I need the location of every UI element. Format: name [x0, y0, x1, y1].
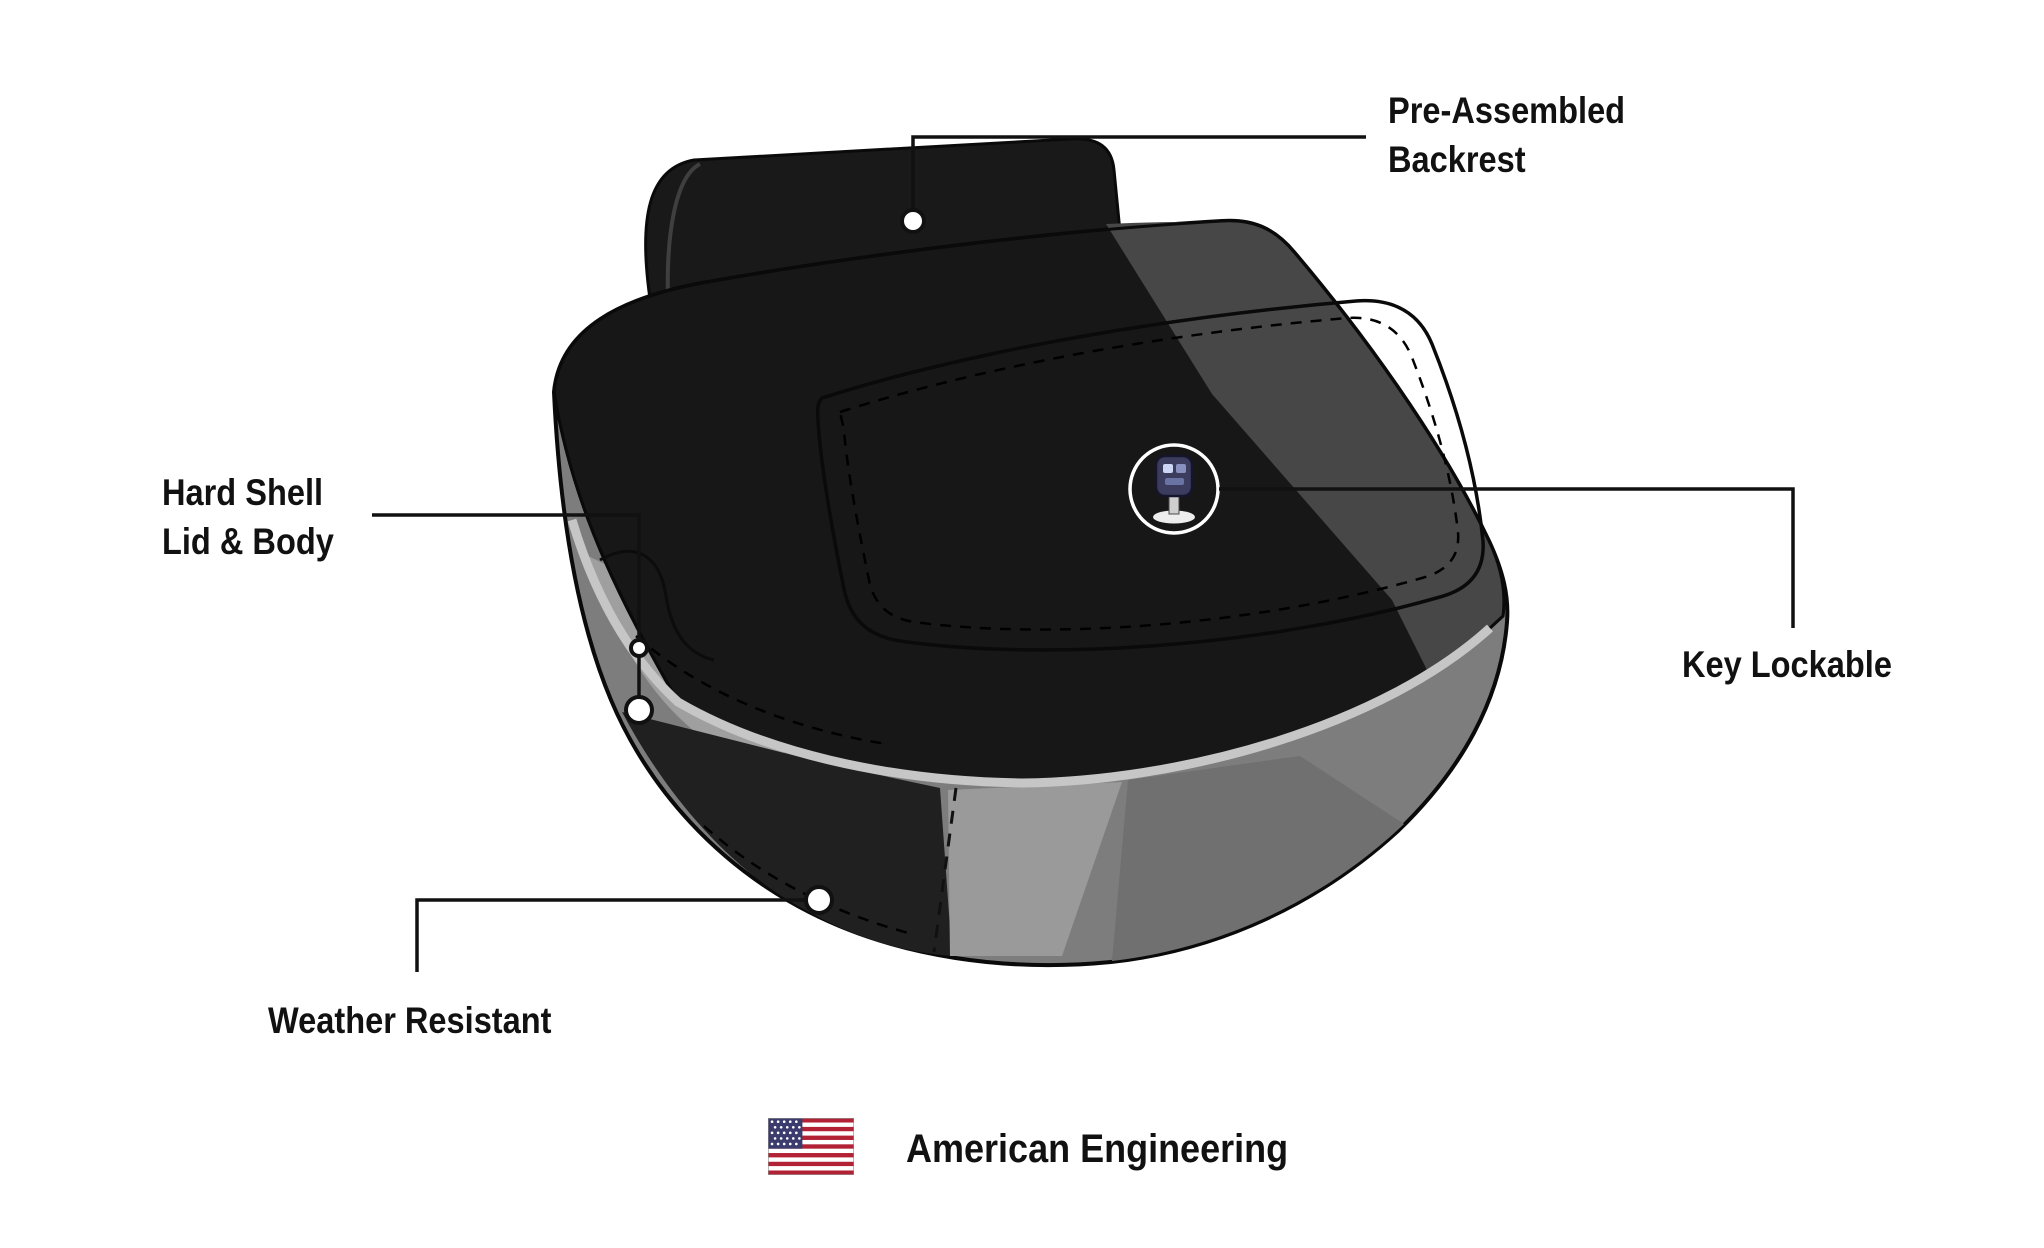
callout-markers: [624, 208, 926, 915]
label-line: Key Lockable: [1682, 644, 1892, 685]
label-line: American Engineering: [906, 1127, 1289, 1171]
lid-sheen: [1106, 220, 1504, 672]
label-weather-resistant: Weather Resistant: [268, 996, 551, 1045]
us-flag-icon: [768, 1118, 854, 1175]
label-pre-assembled-backrest: Pre-Assembled Backrest: [1388, 86, 1625, 184]
label-line: Backrest: [1388, 139, 1526, 180]
lid-panel-outline: [815, 298, 1485, 652]
lid-panel-stitch: [838, 316, 1460, 631]
backrest-marker: [900, 208, 926, 234]
hard-shell-marker: [624, 695, 654, 725]
footer-american-engineering: American Engineering: [906, 1124, 1288, 1174]
weather-marker: [804, 885, 834, 915]
label-key-lockable: Key Lockable: [1682, 640, 1892, 689]
callout-lines: [372, 135, 1795, 972]
label-line: Pre-Assembled: [1388, 90, 1626, 131]
hard-shell-marker-small: [629, 638, 649, 658]
body-seam: [932, 787, 958, 953]
key-lock-icon: [1128, 443, 1220, 535]
label-line: Lid & Body: [162, 521, 334, 562]
hard-shell-callout-line: [372, 513, 641, 696]
label-line: Hard Shell: [162, 472, 324, 513]
key-callout-line: [1219, 487, 1795, 628]
body-bottom-stitch: [703, 825, 913, 936]
label-line: Weather Resistant: [268, 1000, 552, 1041]
weather-callout-line: [415, 898, 807, 972]
lid-left-fold: [599, 549, 715, 662]
backrest-callout-line: [911, 135, 1366, 209]
label-hard-shell: Hard Shell Lid & Body: [162, 468, 334, 566]
